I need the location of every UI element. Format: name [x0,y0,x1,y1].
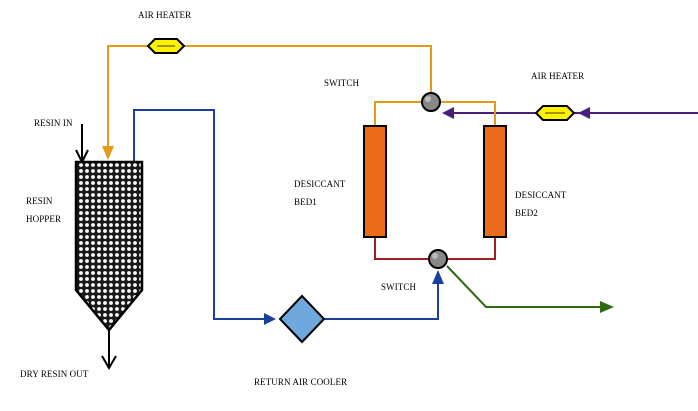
desiccant-bed1-label: DESICCANT BED1 [294,179,346,207]
desiccant-bed1-icon [363,125,387,238]
exhaust-line [446,265,604,308]
hot-air-arrowhead [102,146,114,160]
return-air-line [133,109,268,320]
switch-bottom-icon [428,249,448,269]
hot-air-line [107,45,432,150]
inlet-air-arrowhead-2 [442,107,454,119]
air-heater-right-icon [534,105,576,121]
inlet-air-arrowhead-1 [578,107,590,119]
switch-bottom-label: SWITCH [381,282,417,292]
return-air-arrowhead-1 [264,313,276,325]
resin-in-label: RESIN IN [34,118,73,128]
resin-hopper-icon [74,160,144,332]
switch-top-label: SWITCH [324,78,360,88]
air-heater-right-label: AIR HEATER [531,71,585,81]
return-air-cooler-icon [278,294,326,344]
resin-hopper-label: RESIN HOPPER [26,196,62,224]
desiccant-bed2-icon [483,125,507,238]
return-air-cooler-label: RETURN AIR COOLER [254,377,348,387]
return-air-line-2 [324,282,439,320]
desiccant-bed2-label: DESICCANT BED2 [515,190,567,218]
dry-resin-out-arrowhead [101,355,117,370]
dry-resin-out-label: DRY RESIN OUT [20,369,89,379]
return-air-arrowhead-2 [432,270,444,284]
exhaust-arrowhead [600,301,614,313]
switch-top-icon [421,92,441,112]
air-heater-top-icon [146,38,186,54]
air-heater-top-label: AIR HEATER [138,10,192,20]
